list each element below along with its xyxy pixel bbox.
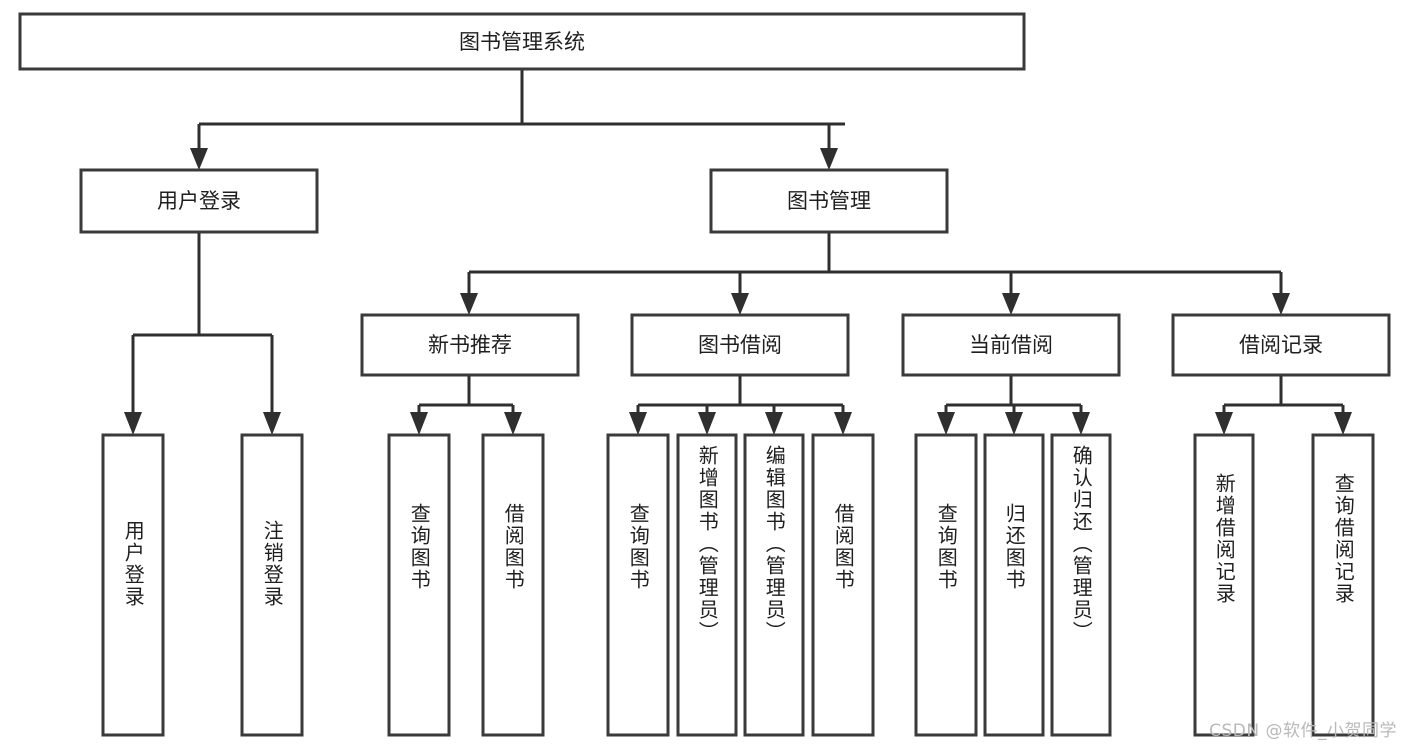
- node-user-login-label: 用户登录: [157, 189, 241, 213]
- arrow-to-borrow-record: [1272, 293, 1290, 315]
- edge-book-borrow-trunk: [636, 375, 845, 418]
- leaf-query-book-2-box[interactable]: [606, 433, 670, 737]
- arrow-to-user-login: [190, 148, 208, 170]
- node-root-label: 图书管理系统: [459, 30, 585, 54]
- leaf-borrow-book-1-box[interactable]: [481, 433, 545, 737]
- leaf-add-borrow-rec-box[interactable]: [1193, 433, 1255, 737]
- node-new-book-rec[interactable]: 新书推荐: [360, 313, 580, 377]
- leaf-confirm-return-box[interactable]: [1050, 433, 1112, 737]
- node-current-borrow[interactable]: 当前借阅: [901, 313, 1121, 377]
- arrow-to-current-borrow: [1002, 293, 1020, 315]
- edge-root-trunk: [197, 69, 845, 152]
- edge-borrow-record-trunk: [1222, 375, 1345, 418]
- node-root[interactable]: 图书管理系统: [18, 12, 1026, 71]
- node-book-manage-label: 图书管理: [787, 189, 871, 213]
- edge-book-manage-trunk: [467, 232, 1283, 298]
- arrow-to-leaf-borrow-book-1: [504, 412, 522, 435]
- node-current-borrow-box[interactable]: [901, 313, 1121, 377]
- leaf-query-borrow-rec-box[interactable]: [1311, 433, 1375, 737]
- edge-current-borrow-trunk: [944, 375, 1083, 418]
- arrow-to-leaf-return-book: [1005, 412, 1023, 435]
- leaf-borrow-book-2-box[interactable]: [811, 433, 875, 737]
- arrow-to-leaf-query-borrow-rec: [1334, 412, 1352, 435]
- node-new-book-rec-label: 新书推荐: [428, 333, 512, 357]
- node-book-manage[interactable]: 图书管理: [709, 168, 949, 234]
- arrow-to-leaf-confirm-return: [1072, 412, 1090, 435]
- leaf-user-login-box[interactable]: [101, 433, 165, 737]
- leaf-query-book-3-box[interactable]: [914, 433, 978, 737]
- arrow-to-leaf-user-logout: [263, 412, 281, 435]
- leaf-add-book-admin-box[interactable]: [676, 433, 738, 737]
- arrow-to-leaf-query-book-3: [937, 412, 955, 435]
- node-borrow-record[interactable]: 借阅记录: [1171, 313, 1391, 377]
- node-borrow-record-label: 借阅记录: [1239, 333, 1323, 357]
- node-book-borrow-box[interactable]: [630, 313, 850, 377]
- edge-user-login-trunk: [131, 232, 274, 418]
- node-root-box[interactable]: [18, 12, 1026, 71]
- arrow-to-leaf-query-book-1: [410, 412, 428, 435]
- leaf-query-book-1-box[interactable]: [387, 433, 451, 737]
- arrow-to-leaf-query-book-2: [629, 412, 647, 435]
- node-borrow-record-box[interactable]: [1171, 313, 1391, 377]
- csdn-watermark: CSDN @软件_小贺同学: [1209, 721, 1397, 741]
- arrow-to-book-manage: [820, 148, 838, 170]
- connector-layer: [124, 69, 1352, 435]
- leaf-user-logout-box[interactable]: [240, 433, 304, 737]
- leaf-box-layer: [101, 433, 1375, 737]
- node-user-login[interactable]: 用户登录: [79, 168, 319, 234]
- arrow-to-leaf-add-borrow-rec: [1215, 412, 1233, 435]
- node-new-book-rec-box[interactable]: [360, 313, 580, 377]
- leaf-edit-book-admin-box[interactable]: [743, 433, 805, 737]
- arrow-to-leaf-borrow-book-2: [834, 412, 852, 435]
- node-book-borrow-label: 图书借阅: [698, 333, 782, 357]
- arrow-to-new-book-rec: [460, 293, 478, 315]
- arrow-to-leaf-add-book-admin: [698, 412, 716, 435]
- arrow-to-leaf-edit-book-admin: [765, 412, 783, 435]
- arrow-to-book-borrow: [731, 293, 749, 315]
- node-current-borrow-label: 当前借阅: [969, 333, 1053, 357]
- arrow-to-leaf-user-login: [124, 412, 142, 435]
- leaf-return-book-box[interactable]: [983, 433, 1045, 737]
- node-book-manage-box[interactable]: [709, 168, 949, 234]
- node-book-borrow[interactable]: 图书借阅: [630, 313, 850, 377]
- edge-new-book-rec-trunk: [417, 375, 515, 418]
- node-user-login-box[interactable]: [79, 168, 319, 234]
